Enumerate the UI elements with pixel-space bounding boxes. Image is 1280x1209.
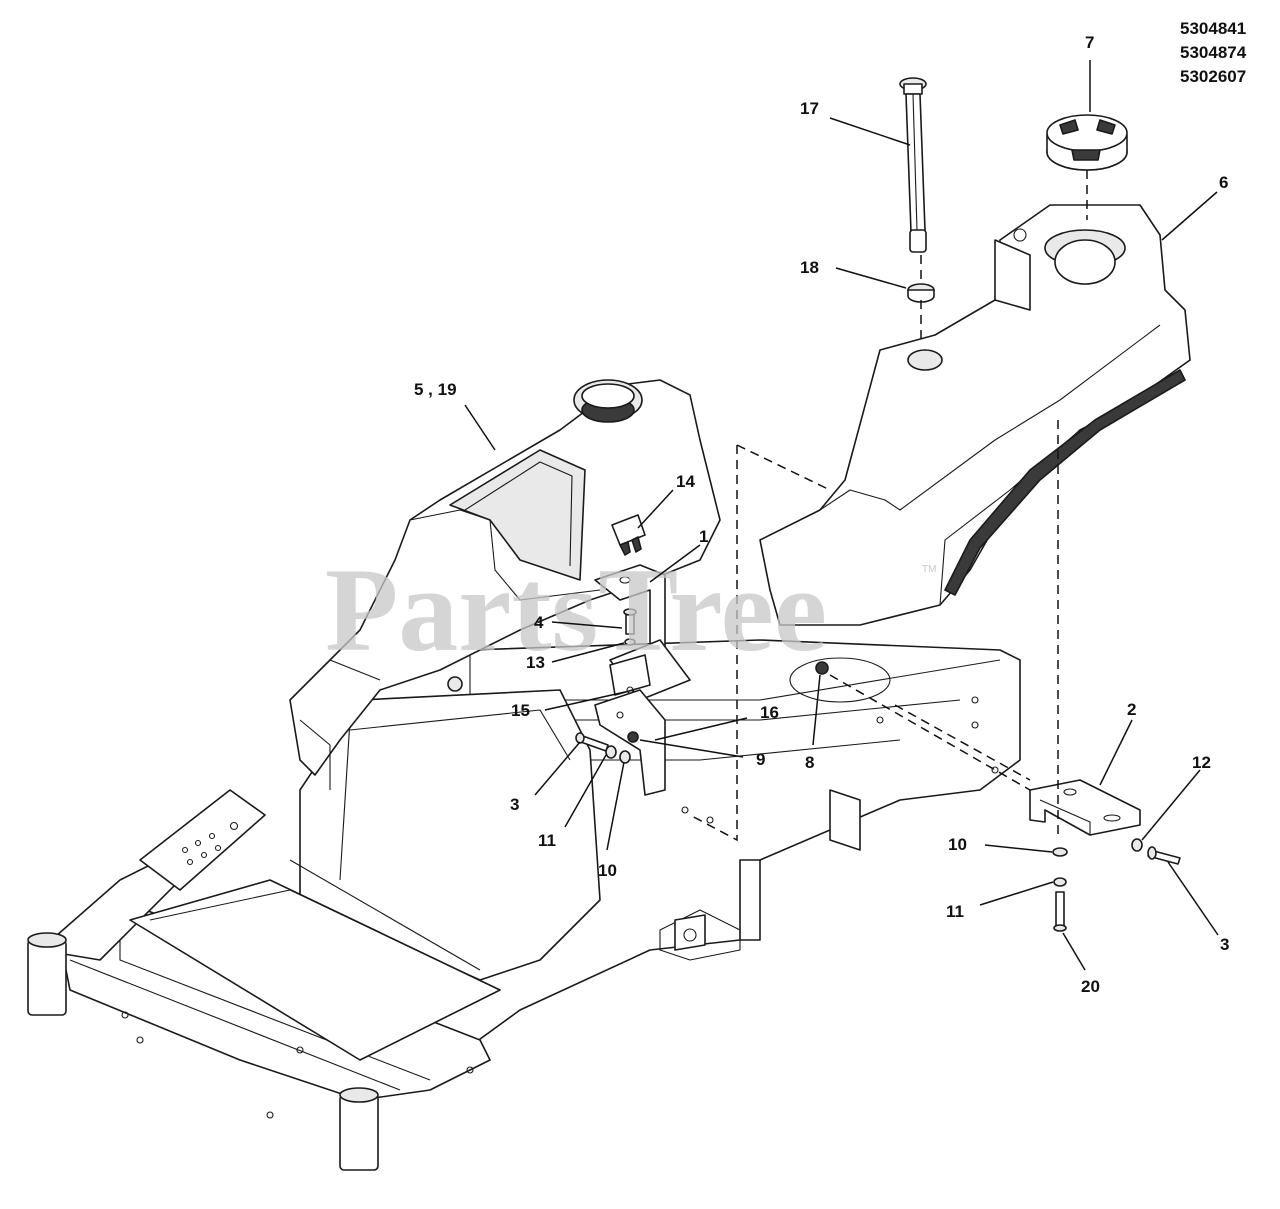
bolt-20 [1053,891,1067,932]
washer-11-right [1053,877,1067,887]
callout-10-left: 10 [598,861,617,880]
washer-10-right [1052,847,1068,857]
callout-7: 7 [1085,33,1094,52]
left-fuel-tank-fender [289,379,721,790]
callout-2: 2 [1127,700,1136,719]
washer-12 [1131,838,1143,852]
mount-bracket-2 [1029,779,1141,836]
callout-15: 15 [511,701,530,720]
callout-18: 18 [800,258,819,277]
fuel-gauge [899,77,927,253]
watermark-trademark: TM [922,564,936,575]
right-fuel-tank-fender [759,204,1191,626]
part-number-2: 5304874 [1180,43,1247,62]
mower-frame [27,639,1021,1171]
callout-labels: 17 7 6 18 5 , 19 14 1 4 13 15 16 9 8 3 1… [414,33,1229,996]
fuel-cap [1046,114,1128,171]
watermark: PartsTree [325,543,827,676]
bolt-4 [623,608,637,635]
callout-14: 14 [676,472,695,491]
washer-13 [624,638,636,646]
nut-10-left [619,750,631,764]
washer-11-left [605,745,617,759]
callout-12: 12 [1192,753,1211,772]
model-part-numbers: 5304841 5304874 5302607 [1180,19,1247,86]
bracket-16 [594,689,666,796]
leader-lines [464,60,1219,971]
callout-4: 4 [534,613,544,632]
assembly-lines [689,170,1088,842]
callout-10-right: 10 [948,835,967,854]
callout-3-left: 3 [510,795,519,814]
switch-14 [611,514,646,556]
callout-6: 6 [1219,173,1228,192]
callout-3-right: 3 [1220,935,1229,954]
callout-8: 8 [805,753,814,772]
part-number-1: 5304841 [1180,19,1246,38]
bumper-post-right [339,1087,379,1171]
callout-16: 16 [760,703,779,722]
part-number-3: 5302607 [1180,67,1246,86]
callout-11-right: 11 [946,902,964,921]
bumper-post-left [27,932,67,1016]
callout-13: 13 [526,653,545,672]
callout-9: 9 [756,750,765,769]
bolt-3-right [1147,846,1181,865]
callout-5-19: 5 , 19 [414,380,457,399]
nut-8 [815,661,829,675]
bracket-15 [609,654,651,696]
gauge-grommet [907,283,935,303]
nut-9 [627,731,639,743]
left-tank-cap [573,379,643,423]
callout-11-left: 11 [538,831,556,850]
callout-1: 1 [699,527,708,546]
callout-20: 20 [1081,977,1100,996]
callout-17: 17 [800,99,819,118]
